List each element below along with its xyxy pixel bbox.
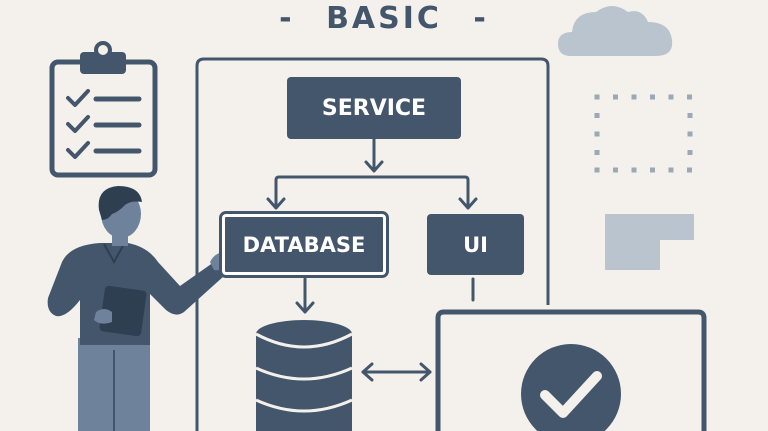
diagram-title: - BASIC -: [0, 0, 768, 38]
bidirectional-arrow-icon: [361, 362, 432, 382]
frame-dot: [668, 94, 674, 100]
tablet-icon: [99, 285, 147, 337]
title-suffix: -: [473, 1, 489, 36]
monitor-screen: [435, 309, 707, 431]
corner-shape-icon: [605, 214, 694, 270]
frame-dot: [594, 167, 600, 173]
frame-dot: [687, 113, 693, 118]
dotted-frame-icon: [594, 94, 693, 173]
frame-dot: [687, 150, 693, 155]
clipboard-checklist-icon: [49, 41, 158, 178]
frame-dot: [668, 167, 674, 173]
service-node: SERVICE: [287, 77, 461, 139]
frame-dot: [613, 167, 618, 173]
frame-dot: [594, 150, 600, 155]
connector-arrows: [266, 137, 478, 314]
frame-dot: [594, 131, 600, 137]
service-label: SERVICE: [321, 95, 427, 121]
title-text: BASIC: [326, 1, 442, 36]
ui-label: UI: [463, 232, 488, 257]
frame-dot: [650, 94, 655, 100]
title-prefix: -: [279, 1, 295, 36]
check-circle: [521, 344, 621, 431]
system-frame: [195, 57, 550, 431]
database-node: DATABASE: [219, 211, 389, 278]
frame-dot: [594, 94, 600, 100]
frame-dot: [631, 94, 637, 100]
frame-dot: [687, 94, 692, 100]
checkmark-icon: [540, 371, 602, 418]
frame-dot: [650, 167, 655, 173]
frame-dot: [687, 167, 692, 173]
cloud-icon: [558, 6, 673, 56]
frame-dot: [594, 113, 600, 118]
frame-dot: [631, 167, 637, 173]
frame-dot: [613, 94, 618, 100]
frame-dot: [687, 131, 693, 137]
person-presenter-icon: [47, 186, 235, 431]
ui-node: UI: [427, 214, 524, 275]
database-cylinder-icon: [255, 320, 353, 431]
database-label: DATABASE: [242, 232, 366, 257]
